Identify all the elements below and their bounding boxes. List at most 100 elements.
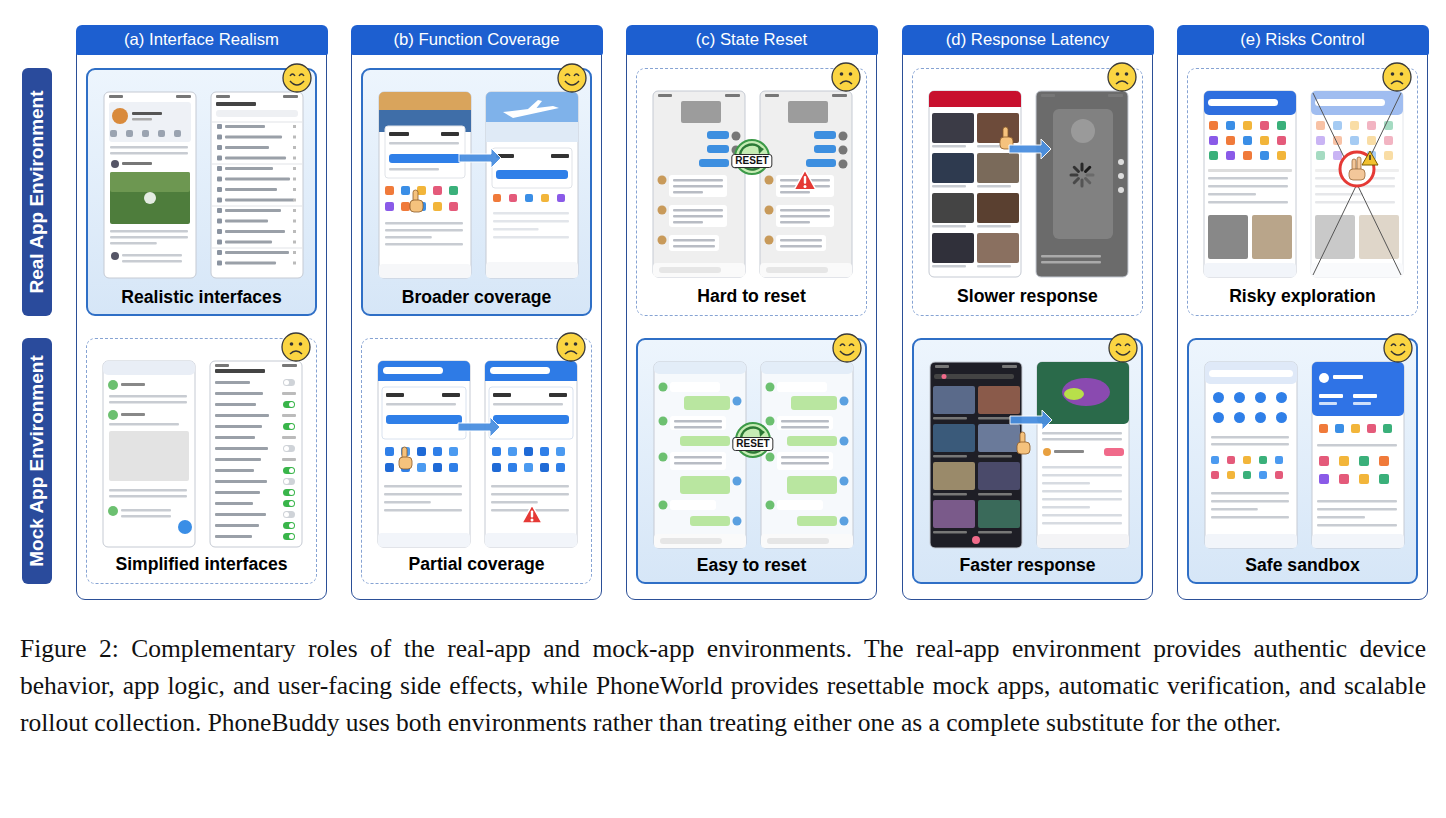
illustration-rect bbox=[933, 500, 975, 528]
illustration-path bbox=[459, 148, 501, 168]
illustration-rect bbox=[109, 395, 187, 398]
illustration-rect bbox=[933, 424, 975, 452]
illustration-rect bbox=[1211, 492, 1289, 495]
illustration-rect bbox=[1211, 436, 1289, 439]
illustration-circle bbox=[290, 342, 294, 346]
illustration-circle bbox=[1234, 412, 1245, 423]
illustration-circle bbox=[1319, 373, 1329, 383]
illustration-rect bbox=[1226, 151, 1235, 160]
illustration-rect bbox=[659, 267, 721, 273]
illustration-rect bbox=[932, 145, 966, 148]
illustration-rect bbox=[215, 403, 256, 406]
illustration-path bbox=[759, 429, 765, 437]
illustration-ellipse bbox=[1062, 378, 1110, 406]
illustration-g bbox=[1204, 63, 1411, 277]
illustration-rect bbox=[491, 493, 569, 496]
illustration-circle bbox=[658, 206, 667, 215]
illustration-rect bbox=[932, 153, 974, 183]
illustration-circle bbox=[284, 512, 289, 517]
illustration-rect bbox=[225, 146, 269, 149]
illustration-rect bbox=[978, 493, 1012, 496]
illustration-path bbox=[1116, 351, 1130, 355]
illustration-rect bbox=[122, 254, 182, 257]
illustration-rect bbox=[441, 132, 459, 136]
illustration-rect bbox=[832, 94, 847, 97]
illustration-rect bbox=[541, 194, 549, 202]
illustration-rect bbox=[225, 209, 281, 212]
illustration-rect bbox=[212, 121, 302, 123]
illustration-rect bbox=[126, 130, 133, 137]
illustration-rect bbox=[681, 101, 721, 123]
illustration-circle bbox=[733, 517, 742, 526]
illustration-rect bbox=[1042, 466, 1122, 469]
illustration-rect bbox=[492, 463, 501, 472]
illustration-circle bbox=[111, 252, 119, 260]
illustration-rect bbox=[1211, 500, 1289, 503]
illustration-rect bbox=[1317, 508, 1397, 511]
illustration-circle bbox=[1276, 412, 1287, 423]
illustration-rect bbox=[806, 159, 836, 167]
illustration-rect bbox=[674, 456, 722, 459]
illustration-g bbox=[210, 361, 302, 547]
illustration-rect bbox=[1275, 471, 1283, 479]
illustration-circle bbox=[565, 342, 569, 346]
illustration-rect bbox=[1042, 474, 1122, 477]
aspect-panel: (c) State ResetHard to resetEasy to rese… bbox=[626, 40, 877, 600]
illustration-rect bbox=[485, 533, 577, 547]
illustration-rect bbox=[1260, 136, 1269, 145]
illustration-circle bbox=[283, 64, 311, 92]
illustration-rect bbox=[1243, 136, 1252, 145]
comparison-cell: Risky exploration bbox=[1187, 68, 1418, 316]
illustration-rect bbox=[680, 436, 730, 446]
illustration-rect bbox=[1353, 394, 1377, 398]
illustration-rect bbox=[384, 485, 462, 488]
comparison-cell: Simplified interfaces bbox=[86, 338, 317, 584]
illustration-rect bbox=[493, 194, 501, 202]
illustration-path bbox=[565, 74, 570, 76]
illustration-path bbox=[565, 351, 577, 354]
illustration-rect bbox=[670, 452, 726, 470]
illustration-rect bbox=[814, 145, 836, 153]
illustration-circle bbox=[658, 176, 667, 185]
illustration-rect bbox=[217, 145, 222, 150]
illustration-line bbox=[1086, 167, 1090, 171]
illustration-rect bbox=[385, 229, 463, 232]
illustration-circle bbox=[1116, 72, 1120, 76]
illustration-rect bbox=[385, 463, 394, 472]
illustration-rect bbox=[1275, 456, 1283, 464]
illustration-rect bbox=[1211, 471, 1219, 479]
illustration-rect bbox=[1259, 456, 1267, 464]
illustration-circle bbox=[839, 160, 848, 169]
illustration-rect bbox=[493, 228, 539, 231]
illustration-rect bbox=[776, 235, 826, 251]
illustration-g bbox=[929, 63, 1136, 277]
illustration-path bbox=[1116, 344, 1121, 346]
illustration-g bbox=[930, 334, 1137, 548]
illustration-rect bbox=[549, 393, 567, 397]
environment-band: Real App Environment bbox=[22, 68, 52, 316]
illustration-circle bbox=[112, 108, 128, 124]
illustration-rect bbox=[930, 362, 1022, 548]
illustration-rect bbox=[449, 447, 458, 456]
illustration-rect bbox=[1252, 215, 1292, 259]
illustration-rect bbox=[1317, 500, 1397, 503]
illustration-rect bbox=[384, 509, 462, 512]
illustration-circle bbox=[1255, 392, 1266, 403]
illustration-rect bbox=[654, 362, 746, 548]
illustration-rect bbox=[1379, 456, 1389, 466]
illustration-g bbox=[378, 333, 585, 547]
illustration-rect bbox=[1339, 456, 1349, 466]
illustration-rect bbox=[933, 493, 967, 496]
illustration-rect bbox=[490, 367, 550, 374]
illustration-rect bbox=[104, 92, 196, 278]
illustration-rect bbox=[110, 236, 188, 239]
app-screenshots bbox=[87, 339, 318, 585]
illustration-rect bbox=[122, 162, 152, 165]
illustration-rect bbox=[121, 383, 145, 386]
illustration-g bbox=[1036, 91, 1128, 277]
illustration-circle bbox=[574, 342, 578, 346]
illustration-path bbox=[840, 344, 845, 346]
illustration-circle bbox=[766, 383, 775, 392]
illustration-path bbox=[290, 81, 304, 85]
illustration-circle bbox=[766, 453, 775, 462]
